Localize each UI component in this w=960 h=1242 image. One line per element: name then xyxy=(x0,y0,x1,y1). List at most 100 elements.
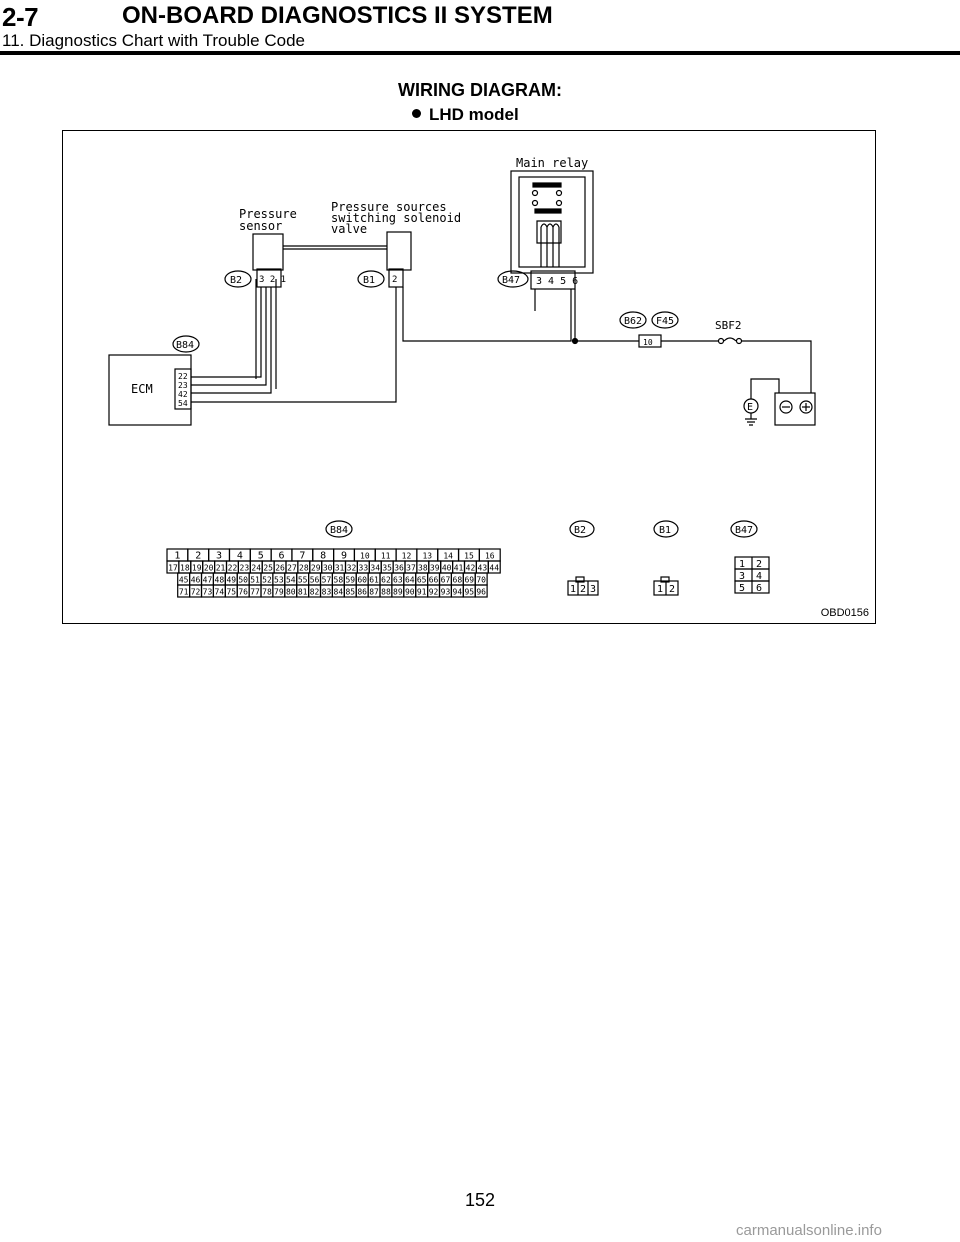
b84-pin-label: 52 xyxy=(262,576,272,585)
b84-pin-label: 34 xyxy=(370,564,380,573)
b47-pin-label: 3 4 5 6 xyxy=(536,276,578,287)
b1-face-pin-2: 2 xyxy=(669,584,675,595)
model-bullet: LHD model xyxy=(412,105,519,125)
b84-pin-label: 36 xyxy=(394,564,404,573)
b84-pin-label: 42 xyxy=(466,564,476,573)
b84-pin-label: 90 xyxy=(405,588,415,597)
b84-pin-label: 2 xyxy=(195,551,201,562)
b84-pin-label: 86 xyxy=(357,588,367,597)
b84-pin-label: 37 xyxy=(406,564,416,573)
b84-pin-label: 41 xyxy=(454,564,464,573)
b84-pin-label: 51 xyxy=(250,576,260,585)
b84-pin-label: 17 xyxy=(168,564,178,573)
ground-label: E xyxy=(747,402,753,413)
b84-pin-label: 8 xyxy=(320,551,326,562)
b84-pin-label: 28 xyxy=(299,564,309,573)
b2-tag: B2 xyxy=(230,275,242,286)
b84-pin-label: 96 xyxy=(476,588,486,597)
b1-pin-label: 2 xyxy=(392,275,397,285)
b84-pin-label: 16 xyxy=(485,552,495,561)
b84-pin-label: 71 xyxy=(179,588,189,597)
b84-pin-label: 20 xyxy=(204,564,214,573)
wiring-diagram-svg: Main relay 3 4 5 6 B47 Pressure sensor 3… xyxy=(108,156,816,598)
b84-pin-label: 26 xyxy=(275,564,285,573)
footer-watermark: carmanualsonline.info xyxy=(736,1222,882,1239)
b84-pin-label: 11 xyxy=(381,552,391,561)
header-rule xyxy=(0,51,960,55)
b84-pin-label: 55 xyxy=(298,576,308,585)
b84-pin-label: 88 xyxy=(381,588,391,597)
b1-bottom-tag: B1 xyxy=(659,525,671,536)
b84-pin-label: 35 xyxy=(382,564,392,573)
battery xyxy=(774,392,816,426)
b84-pin-label: 64 xyxy=(405,576,415,585)
wiring-diagram: Main relay 3 4 5 6 B47 Pressure sensor 3… xyxy=(62,130,876,624)
b47-tag: B47 xyxy=(502,275,520,286)
b84-pin-label: 59 xyxy=(345,576,355,585)
ground-icon xyxy=(745,413,757,426)
b84-pin-label: 12 xyxy=(402,552,412,561)
ecm-pin-42: 42 xyxy=(178,390,188,399)
b84-pin-label: 27 xyxy=(287,564,297,573)
b84-pin-label: 23 xyxy=(240,564,250,573)
b84-pin-label: 54 xyxy=(286,576,296,585)
b84-pin-label: 89 xyxy=(393,588,403,597)
b62-tag: B62 xyxy=(624,316,642,327)
b2-connector-face: 1 2 3 xyxy=(567,576,599,596)
b84-pin-label: 38 xyxy=(418,564,428,573)
b84-pin-label: 72 xyxy=(191,588,201,597)
b62-f45-pin-label: 10 xyxy=(643,338,653,347)
b84-pin-cell xyxy=(474,584,488,598)
b84-pin-label: 9 xyxy=(341,551,347,562)
b84-pin-label: 62 xyxy=(381,576,391,585)
b84-pin-label: 92 xyxy=(429,588,439,597)
main-relay-label: Main relay xyxy=(516,156,588,170)
b84-pin-label: 48 xyxy=(215,576,225,585)
b84-pin-label: 19 xyxy=(192,564,202,573)
main-relay: 3 4 5 6 xyxy=(510,170,594,290)
b84-pin-label: 3 xyxy=(216,551,222,562)
b47-face-pin-6: 6 xyxy=(756,583,762,594)
b84-pin-label: 53 xyxy=(274,576,284,585)
f45-tag: F45 xyxy=(656,316,674,327)
b2-face-pin-3: 3 xyxy=(590,584,596,595)
b84-pin-cell xyxy=(487,560,501,574)
b84-pin-label: 50 xyxy=(238,576,248,585)
b84-pin-label: 75 xyxy=(226,588,236,597)
b84-pin-label: 69 xyxy=(464,576,474,585)
model-label: LHD model xyxy=(429,105,519,124)
b84-pin-label: 65 xyxy=(417,576,427,585)
b84-pin-label: 47 xyxy=(203,576,213,585)
b47-face-pin-2: 2 xyxy=(756,559,762,570)
b84-pin-label: 74 xyxy=(215,588,225,597)
b84-pin-label: 93 xyxy=(441,588,451,597)
pressure-sensor-label-2: sensor xyxy=(239,219,282,233)
b84-pin-label: 44 xyxy=(489,564,499,573)
b84-pin-label: 7 xyxy=(299,551,305,562)
pressure-sensor-label-1: Pressure xyxy=(239,207,297,221)
ecm-pin-23: 23 xyxy=(178,381,188,390)
b84-pin-label: 32 xyxy=(347,564,357,573)
ecm-pin-22: 22 xyxy=(178,372,188,381)
b84-pin-label: 79 xyxy=(274,588,284,597)
b84-pin-label: 81 xyxy=(298,588,308,597)
section-number: 2-7 xyxy=(2,2,39,32)
b84-pin-label: 58 xyxy=(334,576,344,585)
b84-pin-label: 49 xyxy=(226,576,236,585)
bullet-icon xyxy=(412,109,421,119)
b84-pin-label: 4 xyxy=(237,551,243,562)
figure-id: OBD0156 xyxy=(820,607,869,619)
b84-pin-label: 15 xyxy=(464,552,474,561)
b84-pin-label: 33 xyxy=(359,564,369,573)
page-subtitle: 11. Diagnostics Chart with Trouble Code xyxy=(2,31,306,50)
b2-face-pin-2: 2 xyxy=(580,584,586,595)
fuse-label: SBF2 xyxy=(715,319,742,332)
b84-pin-label: 24 xyxy=(251,564,261,573)
valve-label-3: valve xyxy=(331,222,367,236)
b84-pin-label: 21 xyxy=(216,564,226,573)
b84-pin-label: 5 xyxy=(258,551,264,562)
b84-pin-label: 25 xyxy=(263,564,273,573)
b47-face-pin-4: 4 xyxy=(756,571,762,582)
b84-pin-label: 6 xyxy=(279,551,285,562)
